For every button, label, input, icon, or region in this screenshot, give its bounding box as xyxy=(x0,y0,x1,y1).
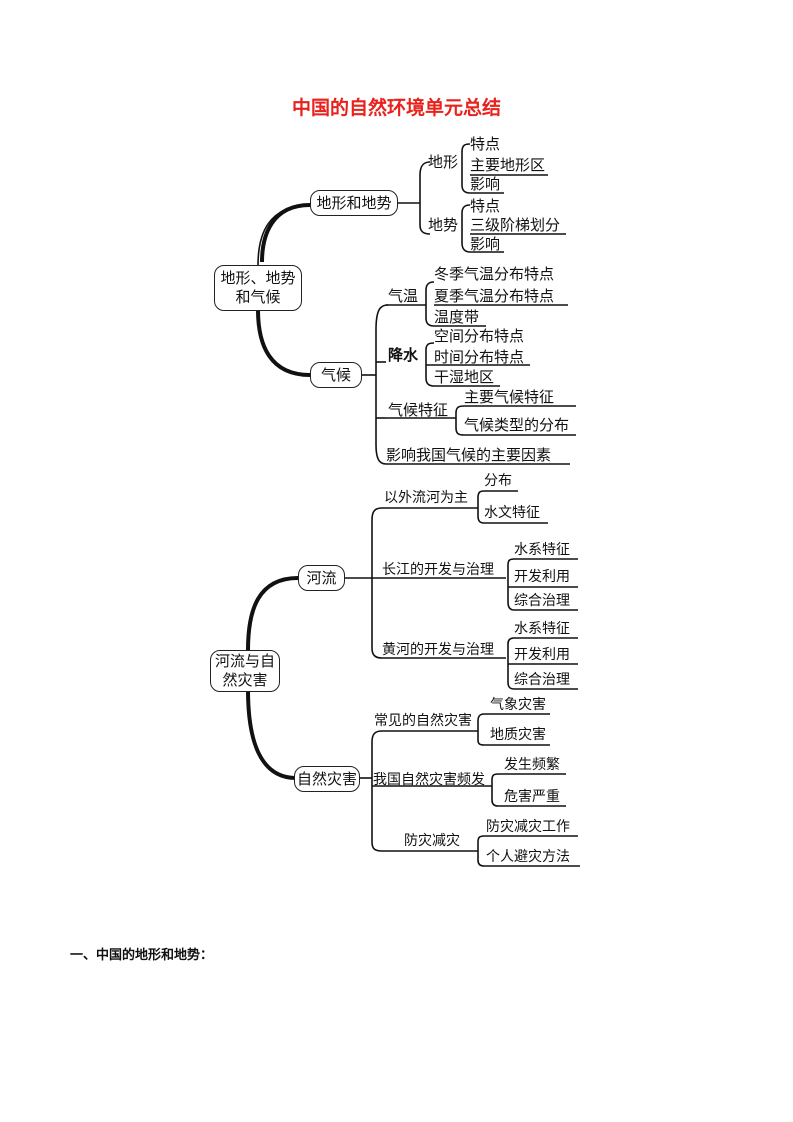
elevation-item-3: 影响 xyxy=(470,235,501,253)
node-yangtze: 长江的开发与治理 xyxy=(382,562,494,578)
node-prevention: 防灾减灾 xyxy=(404,833,460,849)
frequent-item-1: 发生频繁 xyxy=(504,757,560,773)
yellow-item-1: 水系特征 xyxy=(514,621,570,637)
node-elevation: 地势 xyxy=(428,216,459,234)
outflow-item-1: 分布 xyxy=(484,473,512,489)
node-precipitation: 降水 xyxy=(388,346,419,364)
node-terrain: 地形和地势 xyxy=(310,190,398,216)
yangtze-item-1: 水系特征 xyxy=(514,542,570,558)
node-rivers: 河流 xyxy=(298,565,345,591)
node-common-disasters: 常见的自然灾害 xyxy=(374,713,472,729)
node-yellow-river: 黄河的开发与治理 xyxy=(382,642,494,658)
elevation-item-1: 特点 xyxy=(470,197,501,215)
node-climate-factors: 影响我国气候的主要因素 xyxy=(386,446,552,464)
temperature-item-1: 冬季气温分布特点 xyxy=(434,265,555,283)
landform-item-1: 特点 xyxy=(470,135,501,153)
common-item-2: 地质灾害 xyxy=(490,727,546,743)
node-frequent-disasters: 我国自然灾害频发 xyxy=(373,772,485,788)
node-disasters: 自然灾害 xyxy=(294,766,360,792)
precipitation-item-3: 干湿地区 xyxy=(434,368,495,386)
prevention-item-2: 个人避灾方法 xyxy=(486,849,570,865)
elevation-item-2: 三级阶梯划分 xyxy=(470,216,561,234)
frequent-item-2: 危害严重 xyxy=(504,789,560,805)
yangtze-item-3: 综合治理 xyxy=(514,593,570,609)
node-landform: 地形 xyxy=(428,153,459,171)
landform-item-2: 主要地形区 xyxy=(470,156,546,174)
map1-root-node: 地形、地势和气候 xyxy=(214,265,302,311)
node-climate-features: 气候特征 xyxy=(388,401,449,419)
outflow-item-2: 水文特征 xyxy=(484,505,540,521)
node-temperature: 气温 xyxy=(388,287,419,305)
yellow-item-3: 综合治理 xyxy=(514,672,570,688)
features-item-2: 气候类型的分布 xyxy=(464,416,570,434)
node-climate: 气候 xyxy=(310,362,362,388)
yellow-item-2: 开发利用 xyxy=(514,647,570,663)
map2-root-node: 河流与自然灾害 xyxy=(210,650,280,692)
landform-item-3: 影响 xyxy=(470,175,501,193)
temperature-item-3: 温度带 xyxy=(434,308,480,326)
node-outflow: 以外流河为主 xyxy=(384,490,468,506)
precipitation-item-1: 空间分布特点 xyxy=(434,327,525,345)
temperature-item-2: 夏季气温分布特点 xyxy=(434,287,555,305)
section-heading: 一、中国的地形和地势： xyxy=(70,948,214,963)
page-title: 中国的自然环境单元总结 xyxy=(291,97,501,119)
prevention-item-1: 防灾减灾工作 xyxy=(486,819,570,835)
features-item-1: 主要气候特征 xyxy=(464,388,555,406)
precipitation-item-2: 时间分布特点 xyxy=(434,348,525,366)
yangtze-item-2: 开发利用 xyxy=(514,569,570,585)
common-item-1: 气象灾害 xyxy=(490,697,546,713)
